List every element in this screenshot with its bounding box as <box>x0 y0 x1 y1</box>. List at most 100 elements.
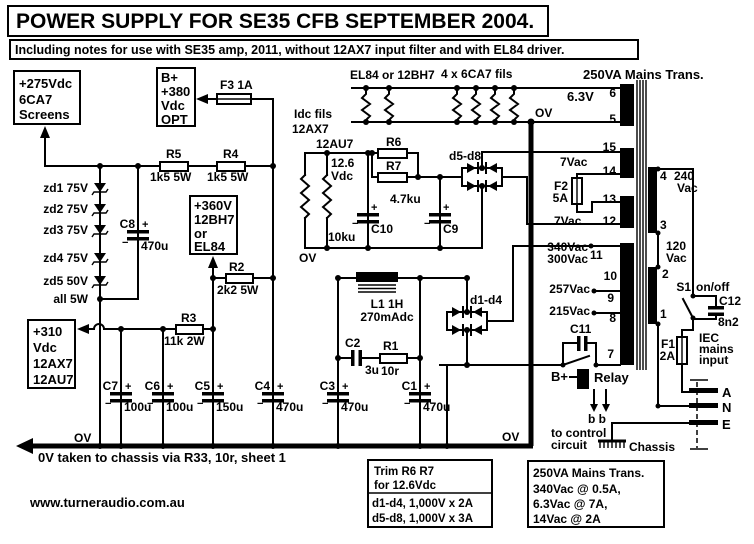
resistor-r1 <box>379 353 408 364</box>
label-f1-value: 2A <box>660 349 676 363</box>
label-ov-top: OV <box>535 106 552 120</box>
label-c4: C4 <box>255 379 271 393</box>
label-c6-minus: − <box>147 398 153 410</box>
choke-l1 <box>356 272 398 293</box>
label-c6: C6 <box>145 379 161 393</box>
driver-box-line2: 12BH7 <box>194 212 234 227</box>
label-c8: C8 <box>120 217 136 231</box>
label-pin11: 11 <box>590 248 603 262</box>
label-zd1: zd1 75V <box>43 181 88 195</box>
junction-dots <box>97 85 696 449</box>
resistor-r7 <box>377 172 408 183</box>
label-to-control: to control <box>551 426 606 440</box>
label-120vac-1: 120 <box>666 239 686 253</box>
capacitor-c5 <box>202 392 224 403</box>
label-r1-value: 10r <box>381 364 399 378</box>
label-r5: R5 <box>166 147 182 161</box>
label-c5-minus: − <box>197 398 203 410</box>
label-r3: R3 <box>181 311 197 325</box>
label-c8-plus: + <box>142 219 148 231</box>
opt-box-line4: OPT <box>161 112 188 127</box>
label-c4-plus: + <box>277 381 283 393</box>
label-c2: C2 <box>345 336 361 350</box>
label-pin12: 12 <box>603 214 617 228</box>
label-pin5: 5 <box>609 112 616 126</box>
label-f2-value: 5A <box>553 191 569 205</box>
label-c2-value: 3u <box>365 363 379 377</box>
label-c5-plus: + <box>217 381 223 393</box>
label-zd5: zd5 50V <box>43 274 88 288</box>
label-c9-minus: − <box>424 218 430 230</box>
label-pin9: 9 <box>607 291 614 305</box>
trim-note-line3: d1-d4, 1,000V x 2A <box>372 498 473 510</box>
label-ov-right: OV <box>502 430 519 444</box>
label-c1: C1 <box>402 379 418 393</box>
label-terminal-a: A <box>722 385 732 400</box>
label-c9-plus: + <box>443 202 449 214</box>
label-f3: F3 1A <box>220 78 253 92</box>
label-r2-value: 2k2 5W <box>217 283 259 297</box>
label-126-vdc-1: 12.6 <box>331 156 355 170</box>
label-pin2: 2 <box>662 267 669 281</box>
page-title: POWER SUPPLY FOR SE35 CFB SEPTEMBER 2004… <box>16 10 534 33</box>
arrow-to-preamp <box>77 324 89 334</box>
driver-voltage-box <box>189 195 238 255</box>
bridge-rectifier-d1-d4 <box>452 306 482 336</box>
label-7vac-1: 7Vac <box>560 155 588 169</box>
label-pin15: 15 <box>603 140 617 154</box>
fuse-f3 <box>216 93 252 105</box>
label-iec-2: mains <box>699 342 734 356</box>
label-c10-minus: − <box>352 218 358 230</box>
label-126-vdc-2: Vdc <box>331 169 353 183</box>
label-c10-plus: + <box>371 202 377 214</box>
label-63v: 6.3V <box>567 89 594 104</box>
label-120vac-2: Vac <box>666 251 687 265</box>
capacitor-c12 <box>708 306 724 316</box>
arrow-to-driver <box>208 256 218 268</box>
label-d1-d4: d1-d4 <box>470 293 502 307</box>
capacitor-c4 <box>262 392 284 403</box>
wires-heater-supply <box>299 151 621 249</box>
opt-box-line3: Vdc <box>161 98 185 113</box>
label-el84-heaters: EL84 or 12BH7 <box>350 68 435 82</box>
label-240vac-2: Vac <box>677 181 698 195</box>
label-iec-3: input <box>699 353 728 367</box>
screens-voltage-box <box>13 70 81 125</box>
resistor-r5 <box>159 161 189 172</box>
relay-lead-arrow <box>590 404 598 412</box>
label-c7-value: 100u <box>124 400 151 414</box>
label-r3-value: 11k 2W <box>164 334 205 348</box>
capacitor-c2 <box>351 350 362 366</box>
label-c4-value: 470u <box>276 400 303 414</box>
chassis-ground-icon <box>598 439 626 448</box>
label-zd3: zd3 75V <box>43 223 88 237</box>
label-c7-minus: − <box>105 398 111 410</box>
label-215vac: 215Vac <box>549 304 590 318</box>
trim-note-line1: Trim R6 R7 <box>374 466 434 478</box>
capacitor-c1 <box>409 392 431 403</box>
resistor-r4 <box>216 161 246 172</box>
subtitle-box <box>9 39 639 60</box>
capacitor-c3 <box>327 392 349 403</box>
capacitor-c7 <box>110 392 132 403</box>
label-pin1: 1 <box>660 307 667 321</box>
preamp-box-line4: 12AU7 <box>33 372 73 387</box>
label-zd4: zd4 75V <box>43 251 88 265</box>
label-r1: R1 <box>383 339 399 353</box>
label-idc-fils: Idc fils <box>294 107 332 121</box>
label-r4-value: 1k5 5W <box>207 170 249 184</box>
wire-hop <box>92 323 106 331</box>
capacitor-c8 <box>127 230 149 241</box>
label-c7-plus: + <box>125 381 131 393</box>
label-240vac-1: 240 <box>674 169 694 183</box>
label-r6: R6 <box>386 135 402 149</box>
label-6ca7-heaters: 4 x 6CA7 fils <box>441 67 513 81</box>
label-c9: C9 <box>443 222 459 236</box>
fuse-f1 <box>676 336 688 365</box>
capacitor-c6 <box>152 392 174 403</box>
preamp-box-line1: +310 <box>33 324 62 339</box>
label-l1: L1 1H <box>371 297 404 311</box>
title-box <box>7 5 549 37</box>
label-chassis: Chassis <box>629 440 675 454</box>
